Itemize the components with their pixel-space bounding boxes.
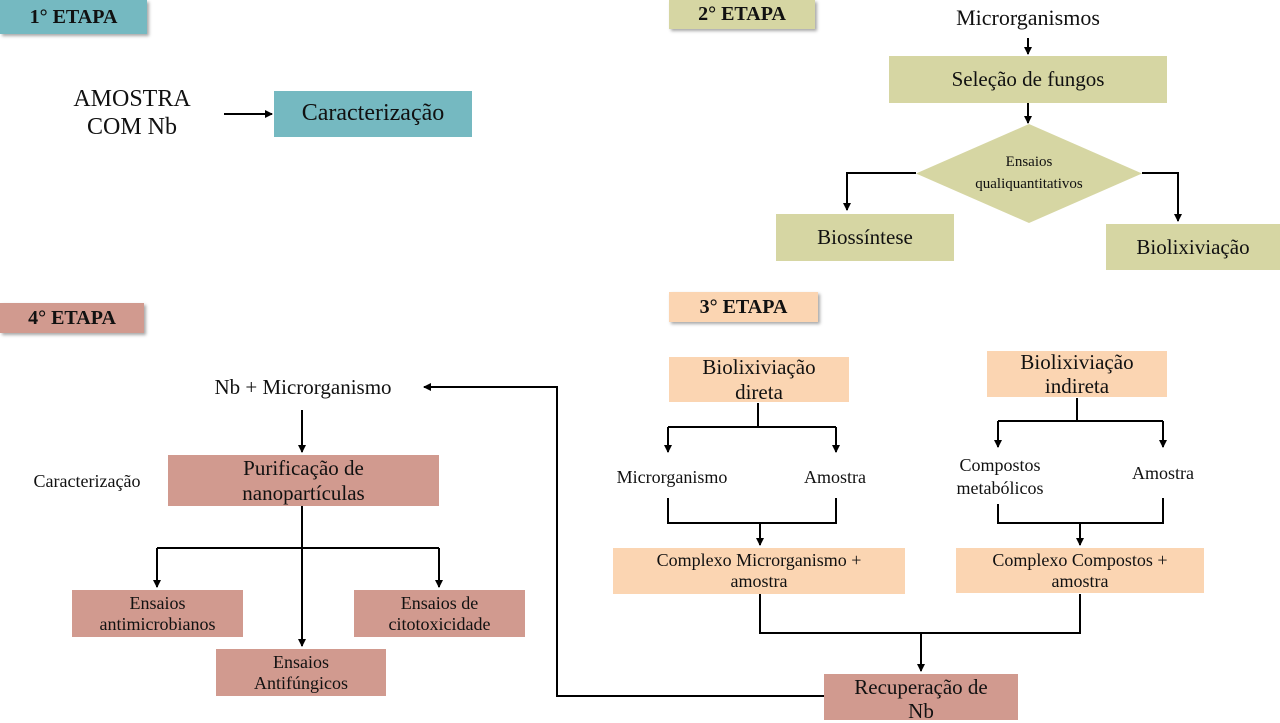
antimicrobial-line-1: Ensaios (129, 592, 186, 613)
indirect-line-1: Biolixiviação (1020, 349, 1134, 374)
cytotoxicity-line-2: citotoxicidade (388, 613, 491, 634)
recovery-line-1: Recuperação de (854, 675, 988, 699)
sample-direct-label: Amostra (804, 467, 866, 487)
assays-label: Ensaios qualiquantitativos (946, 152, 1112, 196)
indirect-line-2: indireta (1044, 374, 1110, 398)
arrow-assays-to-biosynthesis (843, 172, 916, 211)
bioleaching-box: Biolixiviação (1106, 224, 1280, 270)
purification-line-2: nanopartículas (242, 480, 365, 505)
fungi-selection-box: Seleção de fungos (889, 56, 1167, 103)
complex-micro-line-2: amostra (730, 571, 788, 591)
complex-comp-line-2: amostra (1051, 570, 1109, 591)
recovery-line-2: Nb (908, 699, 934, 723)
direct-line-2: direta (735, 379, 783, 404)
nb-recovery-box: Recuperação de Nb (824, 674, 1018, 723)
antifungal-line-1: Ensaios (273, 651, 329, 672)
antimicrobial-assays-box: Ensaios antimicrobianos (72, 590, 243, 637)
direct-bioleaching-box: Biolixiviação direta (669, 355, 849, 404)
cytotoxicity-assays-box: Ensaios de citotoxicidade (354, 590, 525, 637)
characterization-side-label: Caracterização (33, 471, 141, 491)
antifungal-assays-box: Ensaios Antifúngicos (216, 649, 386, 696)
complex-micro-line-1: Complexo Microrganismo + (656, 550, 862, 571)
antimicrobial-line-2: antimicrobianos (99, 613, 216, 634)
stage-4-label: 4° ETAPA (0, 303, 144, 333)
assays-line-2: qualiquantitativos (975, 175, 1083, 192)
complex-microorganism-box: Complexo Microrganismo + amostra (613, 548, 905, 594)
direct-line-1: Biolixiviação (702, 355, 816, 380)
cytotoxicity-line-1: Ensaios de (400, 592, 479, 613)
nb-microorganism-label: Nb + Microrganismo (214, 375, 392, 399)
microorganisms-label: Microrganismos (956, 5, 1100, 30)
complex-comp-line-1: Complexo Compostos + (992, 549, 1168, 570)
microorganism-label: Microrganismo (616, 467, 728, 487)
arrow-recovery-to-nb (423, 383, 824, 697)
metabolic-compounds-label: Compostos metabólicos (930, 454, 1070, 501)
stage-3-label: 3° ETAPA (669, 292, 818, 322)
stage-1-label: 1° ETAPA (0, 0, 147, 34)
indirect-bioleaching-box: Biolixiviação indireta (987, 349, 1167, 398)
sample-indirect-label: Amostra (1132, 463, 1194, 483)
sample-line-1: AMOSTRA (73, 86, 191, 112)
purification-line-1: Purificação de (243, 456, 364, 481)
antifungal-line-2: Antifúngicos (254, 672, 348, 693)
assays-line-1: Ensaios (1005, 154, 1053, 170)
compounds-line-2: metabólicos (956, 478, 1044, 499)
biosynthesis-box: Biossíntese (776, 214, 954, 261)
assays-diamond (916, 124, 1142, 223)
sample-line-2: COM Nb (86, 113, 177, 140)
sample-with-nb: AMOSTRA COM Nb (62, 86, 202, 141)
characterization-box: Caracterização (274, 91, 472, 137)
stage-2-label: 2° ETAPA (669, 0, 815, 29)
compounds-line-1: Compostos (959, 455, 1041, 475)
nanoparticle-purification-box: Purificação de nanopartículas (168, 455, 439, 506)
complex-compounds-box: Complexo Compostos + amostra (956, 548, 1204, 593)
arrow-assays-to-bioleaching (1142, 172, 1182, 222)
